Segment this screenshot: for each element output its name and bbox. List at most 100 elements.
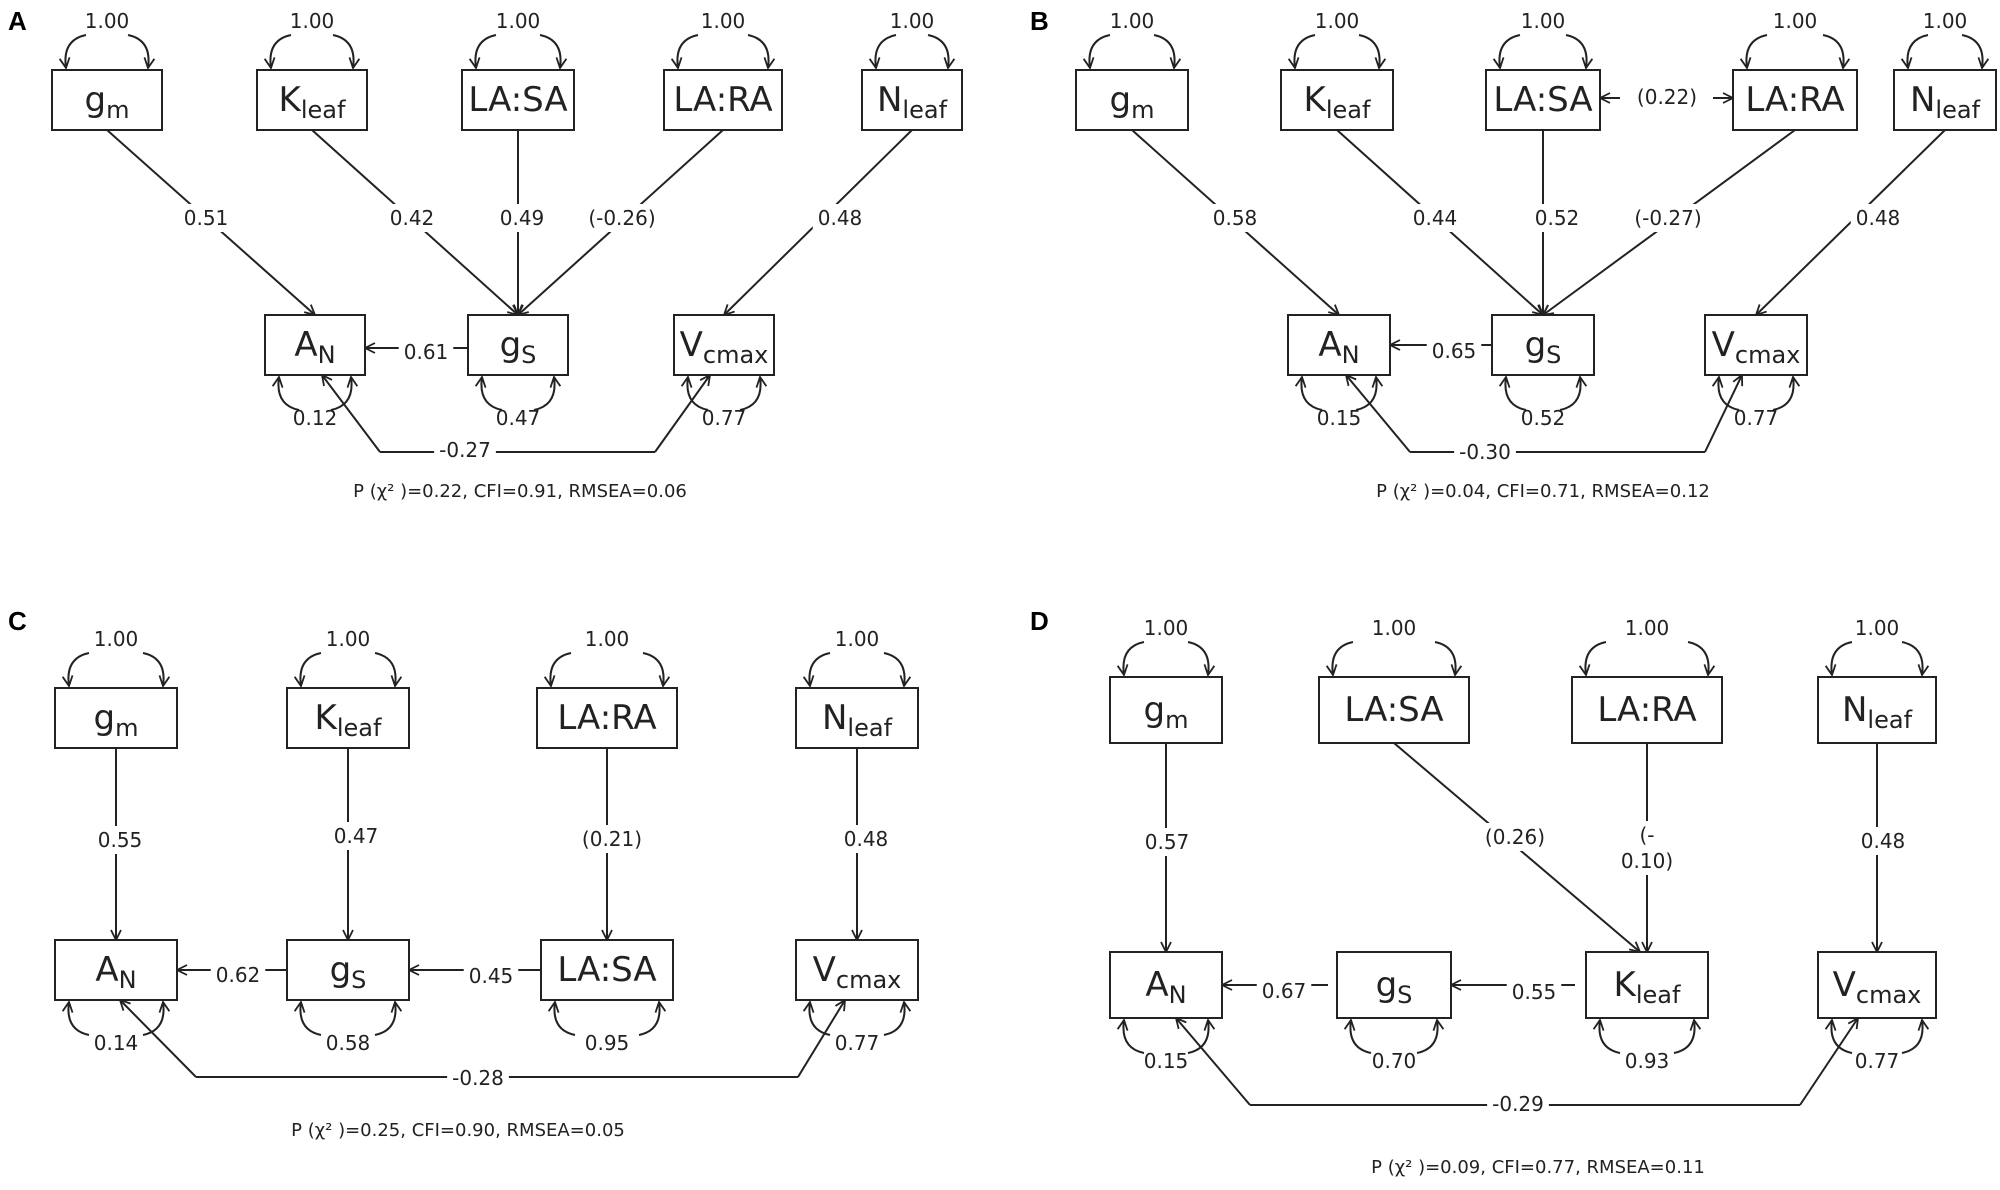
variance-arrow-lara [1822, 34, 1844, 68]
variable-box-gm [51, 69, 163, 131]
variable-box-lara [1732, 69, 1858, 131]
variance-arrow-kl [1358, 34, 1380, 68]
variance-arrow-kl [300, 652, 322, 686]
variable-subscript: m [115, 714, 138, 742]
variable-name: V [1833, 965, 1856, 1005]
variable-subscript: N [1342, 341, 1360, 369]
path-coefficient-gs-an-backdrop [1256, 977, 1312, 1005]
boxes: gm1.00Kleaf1.00LA:RA1.00Nleaf1.00AN0.14g… [54, 627, 919, 1055]
variable-name: LA:SA [468, 80, 567, 120]
variance-arrow-lasa [1565, 34, 1587, 68]
path-coefficient-gs-an: 0.62 [216, 963, 261, 987]
variable-label-kl: Kleaf [1614, 965, 1681, 1009]
variable-name: g [500, 325, 522, 365]
variable-name: K [1304, 80, 1328, 120]
panel-a: Agm1.00Kleaf1.00LA:SA1.00LA:RA1.00Nleaf1… [8, 6, 963, 502]
path-coefficient-gm-an: 0.57 [1145, 830, 1190, 854]
variable-label-nl: Nleaf [822, 698, 893, 742]
links [116, 748, 857, 1078]
variable-subscript: leaf [301, 96, 346, 124]
variance-value-kl: 0.93 [1625, 1049, 1670, 1073]
variance-value-vc: 0.77 [702, 406, 747, 430]
path-coefficient-nl-vc: 0.48 [844, 827, 889, 851]
variance-arrow-nl [1961, 34, 1983, 68]
path-coefficient-kl-gs: 0.42 [390, 206, 435, 230]
path-coefficient-lara-gs: (-0.26) [588, 206, 655, 230]
variable-subscript: N [1169, 981, 1187, 1009]
variance-value-nl: 1.00 [1923, 9, 1968, 33]
variable-box-an [264, 314, 366, 376]
path-coefficient-lasa-gs: 0.45 [469, 964, 514, 988]
path-coefficient-nl-vc-backdrop [812, 204, 868, 232]
variable-box-an [1109, 951, 1223, 1019]
variable-label-an: AN [1318, 325, 1359, 369]
variance-value-lara: 1.00 [1625, 616, 1670, 640]
variance-arrow-vc [1772, 377, 1794, 411]
variance-arrow-gs [533, 377, 555, 411]
variance-arrow-gs [300, 1002, 322, 1036]
variable-subscript: leaf [1636, 981, 1681, 1009]
variance-arrow-nl [1901, 641, 1923, 675]
variance-value-nl: 1.00 [890, 9, 935, 33]
variance-arrow-vc [739, 377, 761, 411]
variable-box-vc [673, 314, 775, 376]
variance-arrow-lara [550, 652, 572, 686]
links [1131, 98, 1946, 453]
variance-value-nl: 1.00 [1855, 616, 1900, 640]
variable-box-lara [663, 69, 783, 131]
variance-arrow-lasa [554, 1002, 576, 1036]
variance-arrow-gm [1187, 641, 1209, 675]
variance-arrow-vc [809, 1002, 831, 1036]
variance-arrow-lara [677, 34, 699, 68]
variable-label-gs: gS [1376, 965, 1413, 1009]
variable-box-lasa [1318, 676, 1470, 744]
path-coefficient-lara-gs: (-0.27) [1634, 206, 1701, 230]
variable-subscript: S [351, 966, 366, 994]
variable-name: g [85, 80, 107, 120]
variable-name: K [279, 80, 303, 120]
variance-arrow-gs [1416, 1020, 1438, 1054]
variable-box-lasa [1485, 69, 1601, 131]
variance-value-vc: 0.77 [835, 1031, 880, 1055]
variable-subscript: leaf [337, 714, 382, 742]
variance-value-gs: 0.52 [1521, 406, 1566, 430]
path-coefficient-lasa-gs: 0.49 [500, 206, 545, 230]
variable-name: N [1910, 80, 1935, 120]
variable-label-an: AN [95, 950, 136, 994]
variable-subscript: leaf [1867, 706, 1912, 734]
path-coefficient-lara-kl: (-0.10) [1621, 823, 1673, 873]
path-coefficient-lara-lasa: (0.21) [582, 827, 642, 851]
variable-name: K [315, 698, 339, 738]
variance-arrow-lasa [638, 1002, 660, 1036]
correlation-arrow-vcmax [1704, 375, 1742, 453]
variable-name: LA:SA [1344, 690, 1443, 730]
variance-arrow-lara [1687, 641, 1709, 675]
variable-name: N [877, 80, 902, 120]
correlation-coefficient: -0.28 [452, 1066, 504, 1090]
path-nl-to-vc [1756, 129, 1946, 315]
variance-arrow-kl [1599, 1020, 1621, 1054]
correlation-coefficient-backdrop [1454, 438, 1516, 466]
path-coefficient-nl-vc: 0.48 [1856, 206, 1901, 230]
variable-subscript: leaf [902, 96, 947, 124]
path-coefficient-nl-vc: 0.48 [818, 206, 863, 230]
correlation-arrow-an [1176, 1018, 1251, 1106]
variable-label-lara: LA:RA [673, 80, 772, 120]
variable-subscript: cmax [1856, 981, 1921, 1009]
variance-arrow-lara [1746, 34, 1768, 68]
boxes: gm1.00LA:SA1.00LA:RA1.00Nleaf1.00AN0.15g… [1109, 616, 1937, 1073]
path-coefficient-gm-an: 0.58 [1213, 206, 1258, 230]
variance-value-an: 0.15 [1144, 1049, 1189, 1073]
variable-name: LA:RA [557, 698, 656, 738]
variance-arrow-kl [270, 34, 292, 68]
variance-arrow-nl [883, 652, 905, 686]
variance-arrow-an [330, 377, 352, 411]
variance-arrow-nl [809, 652, 831, 686]
variance-value-vc: 0.77 [1734, 406, 1779, 430]
variance-arrow-lasa [1332, 641, 1354, 675]
variance-arrow-vc [687, 377, 709, 411]
panel-label: C [8, 606, 27, 636]
variable-box-nl [1817, 676, 1937, 744]
